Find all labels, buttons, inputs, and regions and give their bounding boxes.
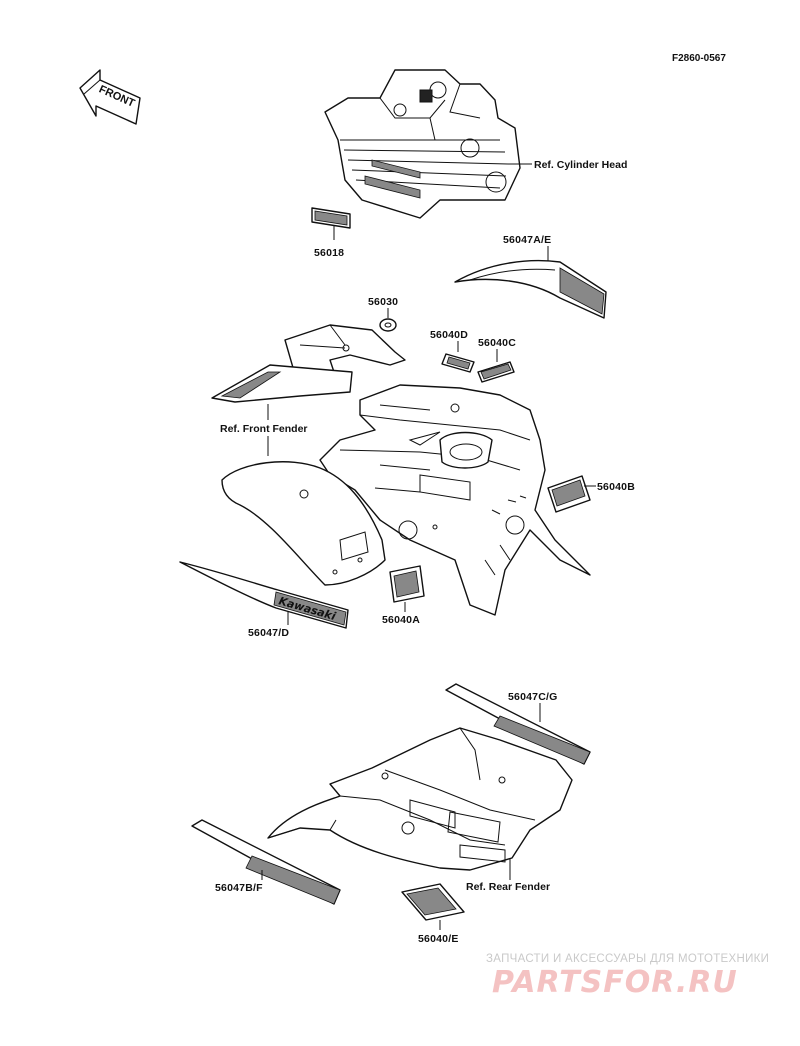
label-56040A: 56040A: [382, 614, 420, 626]
front-body-illustration: [319, 384, 591, 616]
watermark-caption: ЗАПЧАСТИ И АКСЕССУАРЫ ДЛЯ МОТОТЕХНИКИ: [486, 953, 769, 965]
washer-56030: [379, 318, 397, 332]
decal-56047BF: [191, 819, 341, 905]
label-56018: 56018: [314, 247, 344, 259]
label-56040B: 56040B: [597, 481, 635, 493]
decal-56047AE: [454, 259, 607, 319]
diagram-code: F2860-0567: [672, 53, 726, 64]
cylinder-head-illustration: [324, 69, 521, 219]
decal-56040B: [547, 475, 591, 513]
rear-fender-illustration: [267, 727, 573, 871]
decal-56040E: [401, 883, 465, 921]
ref-front-fender: Ref. Front Fender: [220, 423, 308, 435]
front-fender-panel: [221, 461, 386, 586]
label-56030: 56030: [368, 296, 398, 308]
decal-56040A: [389, 565, 425, 603]
label-56047CG: 56047C/G: [508, 691, 557, 703]
ref-cylinder-head: Ref. Cylinder Head: [534, 159, 627, 171]
label-56040E: 56040/E: [418, 933, 459, 945]
ref-rear-fender: Ref. Rear Fender: [466, 881, 550, 893]
label-56047BF: 56047B/F: [215, 882, 263, 894]
label-56047D: 56047/D: [248, 627, 289, 639]
decal-56040C: [477, 361, 515, 383]
decal-56040D: [441, 353, 475, 373]
part-56018-badge: [311, 207, 351, 229]
front-fender-part: [211, 364, 353, 403]
decal-56047CG: [445, 683, 591, 765]
label-56040D: 56040D: [430, 329, 468, 341]
front-arrow-icon: FRONT: [79, 69, 141, 125]
watermark-logo: PARTSFOR.RU: [492, 965, 738, 1000]
label-56047AE: 56047A/E: [503, 234, 551, 246]
label-56040C: 56040C: [478, 337, 516, 349]
